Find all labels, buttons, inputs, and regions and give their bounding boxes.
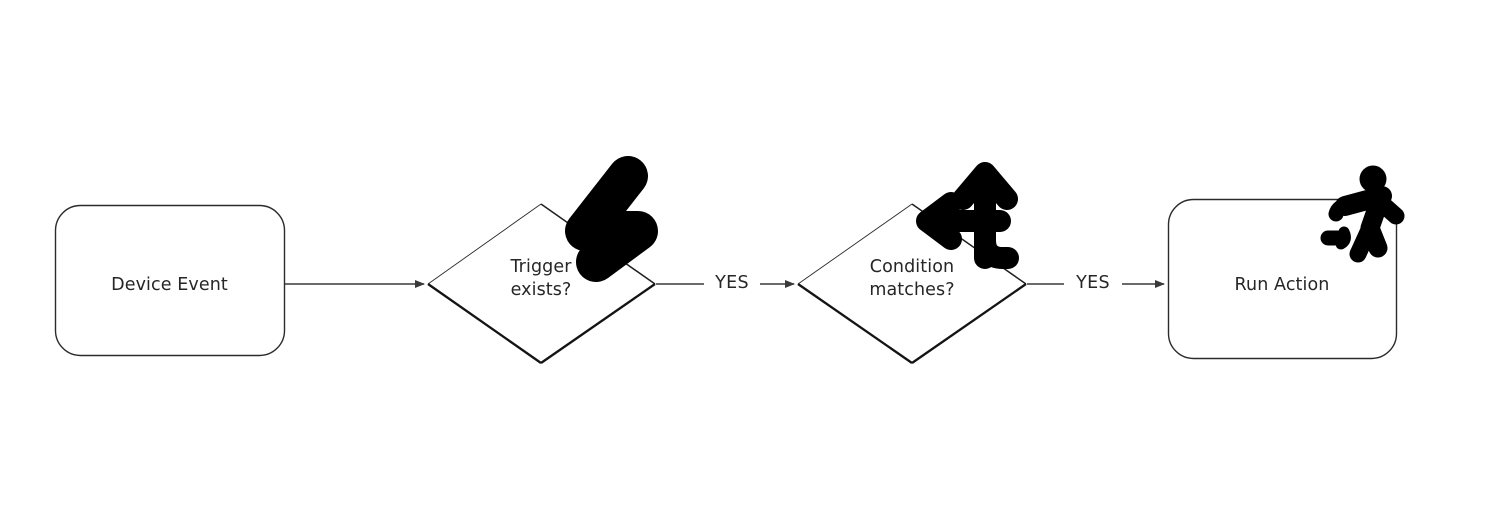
node-label-device-event: Device Event xyxy=(111,275,228,295)
node-label-condition-matches: Condition matches? xyxy=(869,257,955,301)
node-label-run-action: Run Action xyxy=(1234,275,1330,295)
node-label-trigger-exists: Trigger exists? xyxy=(510,257,572,301)
edge-label-yes-condition: YES xyxy=(1076,273,1110,293)
node-device-event[interactable] xyxy=(54,204,286,357)
edge-label-yes-trigger: YES xyxy=(715,273,749,293)
